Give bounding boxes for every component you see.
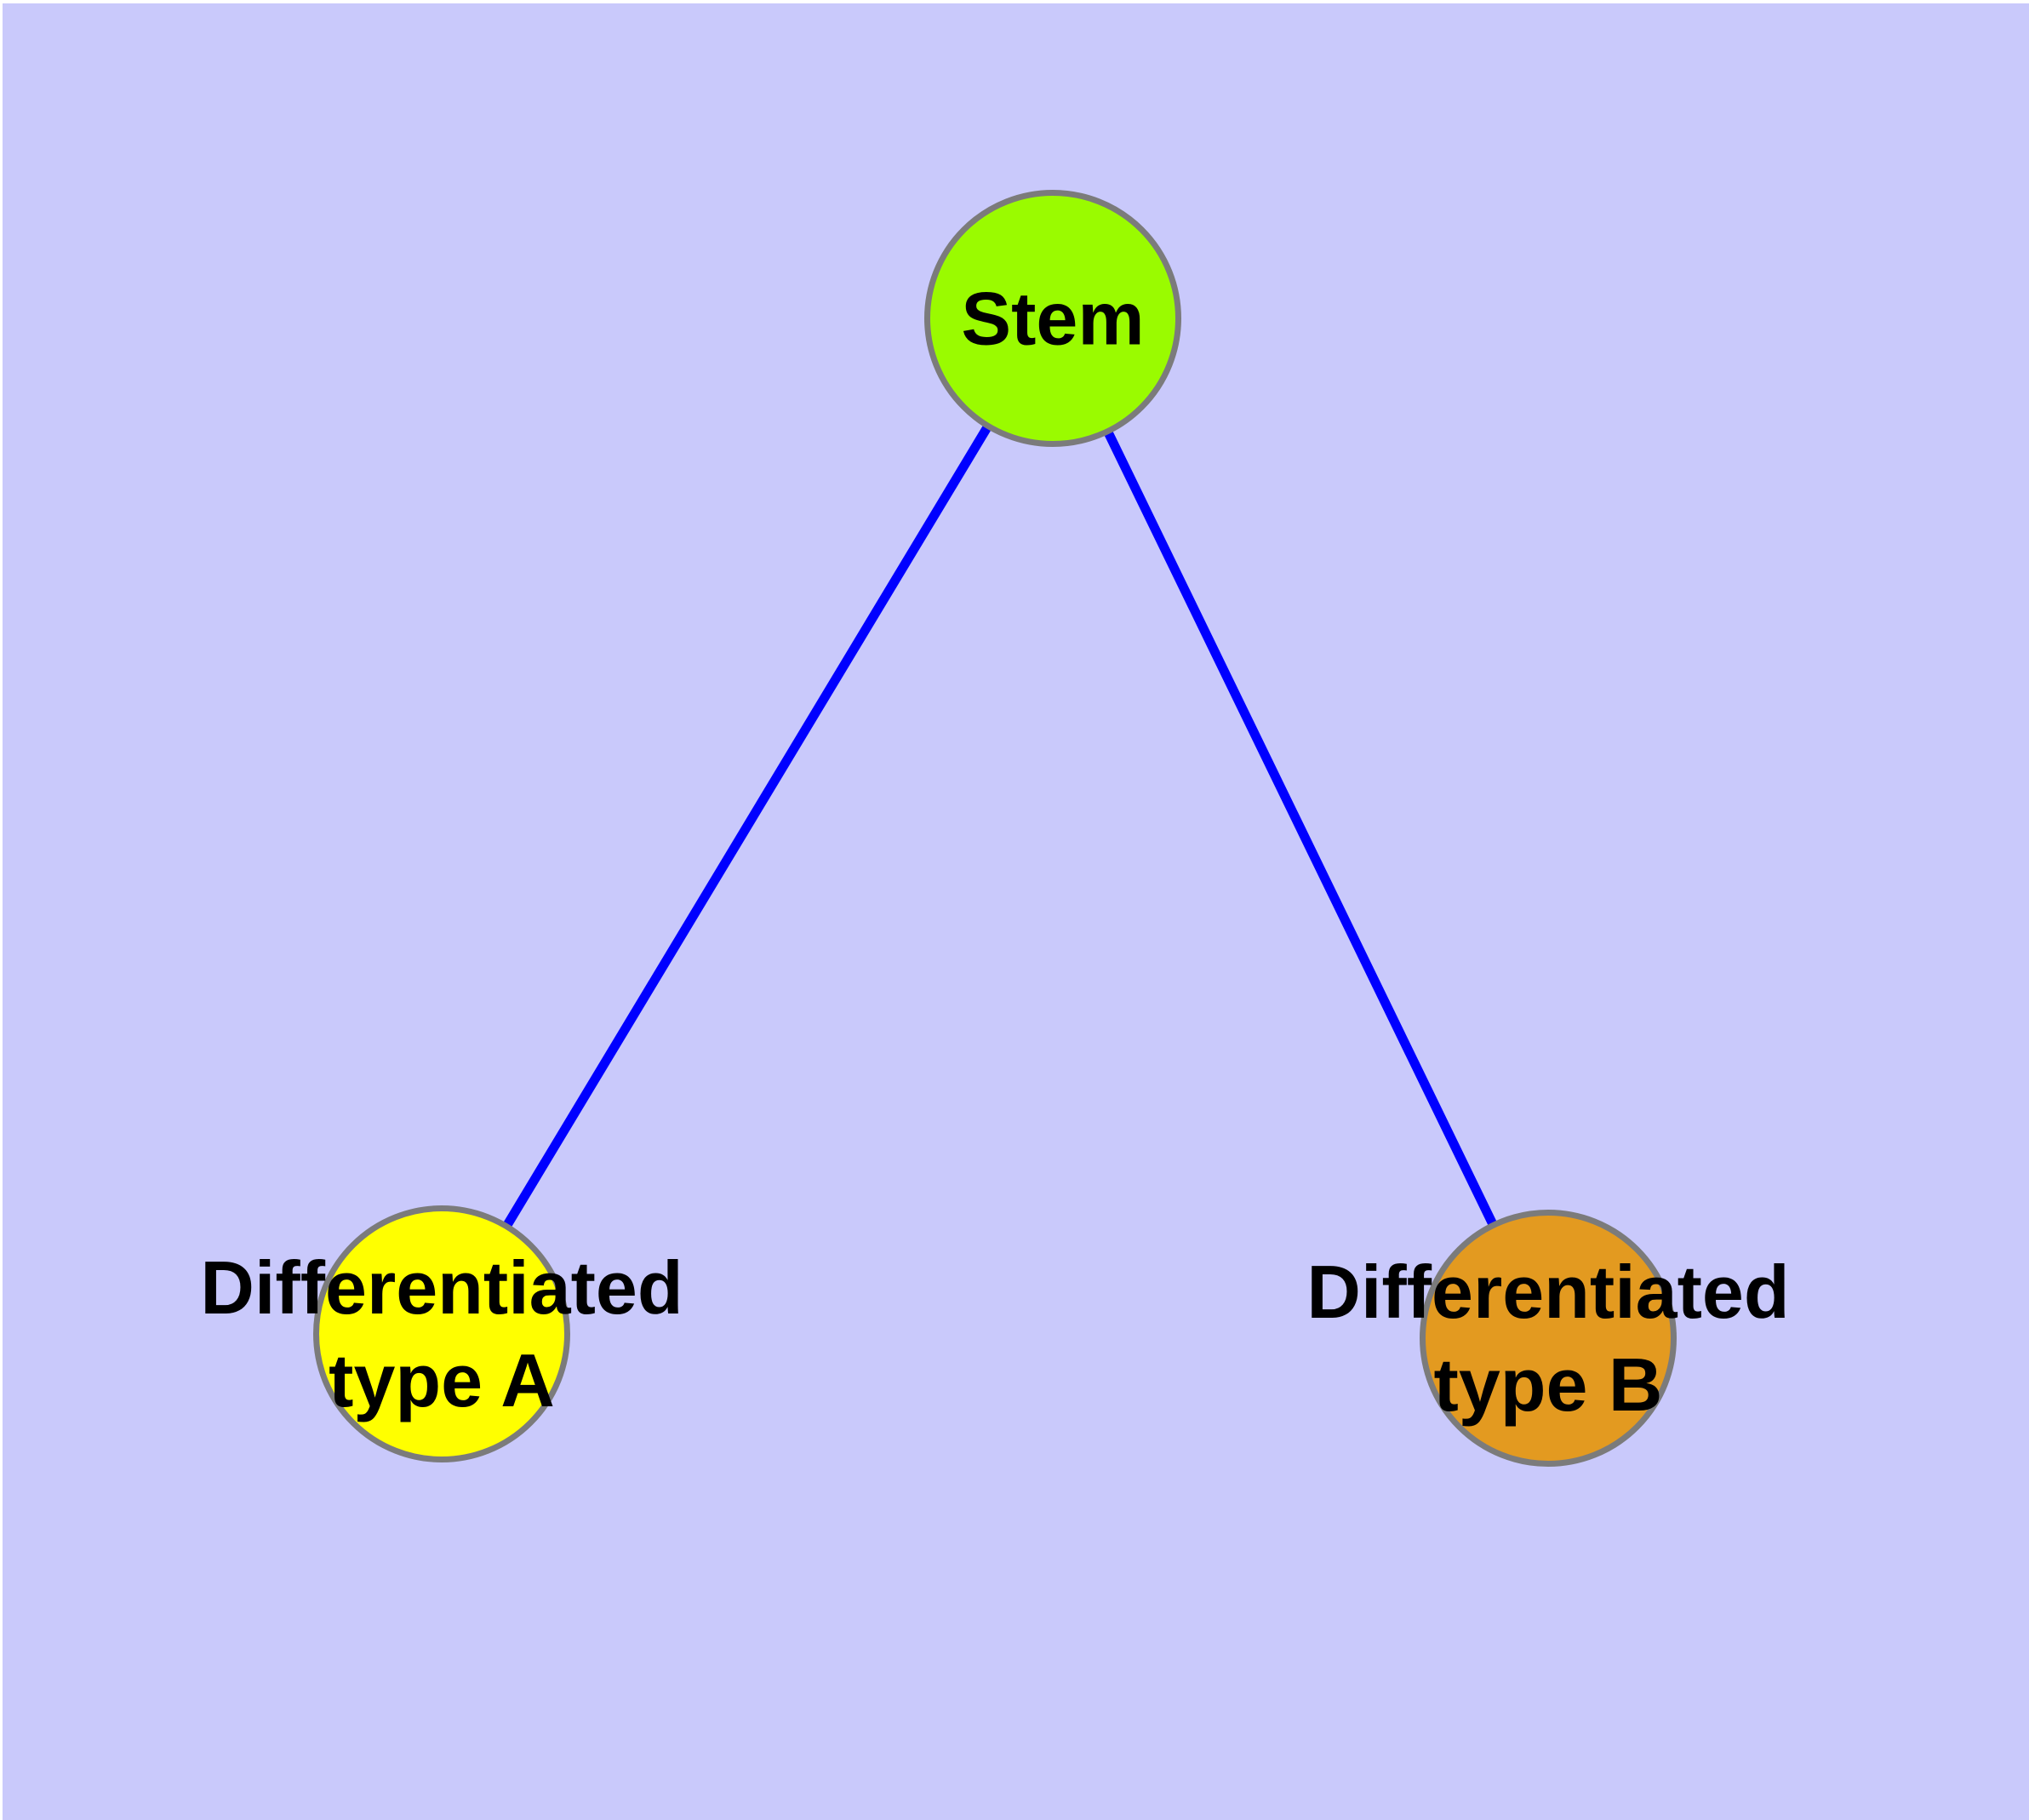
type-b-node-label: Differentiated type B bbox=[1306, 1245, 1789, 1431]
stem-node-label: Stem bbox=[961, 272, 1144, 365]
type-a-node-label: Differentiated type A bbox=[200, 1241, 683, 1427]
edge-stem-to-type-a bbox=[437, 316, 1057, 1336]
type-a-label-line2: type A bbox=[329, 1338, 555, 1422]
type-a-node bbox=[313, 1205, 570, 1462]
type-b-label-line1: Differentiated bbox=[1306, 1250, 1790, 1334]
type-a-label-line1: Differentiated bbox=[200, 1245, 683, 1330]
edge-stem-to-type-b bbox=[1049, 316, 1552, 1341]
type-b-node bbox=[1420, 1210, 1677, 1467]
stem-node bbox=[924, 190, 1181, 447]
stem-node-label-text: Stem bbox=[961, 276, 1145, 361]
type-b-label-line2: type B bbox=[1433, 1342, 1663, 1427]
